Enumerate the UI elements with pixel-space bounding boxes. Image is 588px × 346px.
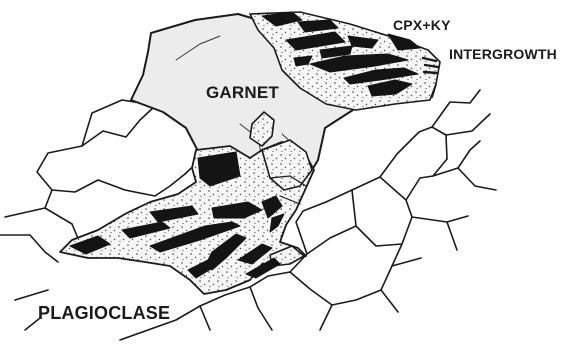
intergrowth-label: INTERGROWTH (449, 47, 557, 61)
plagioclase-label: PLAGIOCLASE (38, 304, 170, 322)
garnet-label: GARNET (206, 84, 279, 101)
cpx-ky-label: CPX+KY (393, 18, 451, 32)
